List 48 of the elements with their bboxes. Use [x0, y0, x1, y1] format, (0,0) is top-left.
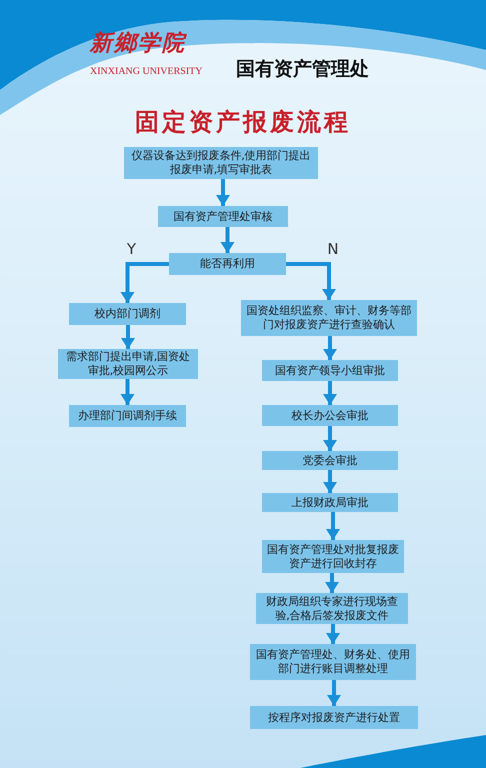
- process-box: [124, 147, 318, 179]
- process-box: [262, 493, 398, 512]
- process-box: [262, 360, 398, 381]
- edge-label: N: [326, 242, 340, 257]
- process-box: [250, 644, 416, 680]
- step-text: 国有资产领导小组审批: [275, 364, 385, 378]
- step-text: 校内部门调剂: [94, 307, 160, 321]
- step-text: 国有资产管理处对批复报废资产进行回收封存: [266, 542, 400, 570]
- process-box: [256, 593, 408, 624]
- step-text: 上报财政局审批: [292, 496, 368, 510]
- arrow: [323, 470, 337, 493]
- department-name: 国有资产管理处: [236, 58, 369, 80]
- arrow: [327, 680, 341, 706]
- step-text: 党委会审批: [302, 454, 358, 468]
- step-text: 国有资产管理处审核: [174, 210, 272, 224]
- process-box: [250, 706, 418, 729]
- arrow: [326, 624, 340, 644]
- title: 固定资产报废流程: [134, 108, 352, 136]
- step-text: 办理部门间调剂手续: [78, 409, 177, 423]
- process-box: [158, 206, 288, 227]
- step-text: 仪器设备达到报废条件,使用部门提出报废申请,填写审批表: [130, 149, 312, 177]
- arrow: [121, 325, 135, 349]
- process-box: [262, 451, 398, 470]
- arrow: [326, 512, 340, 540]
- university-name-english: XINXIANG UNIVERSITY: [90, 66, 202, 78]
- step-text: 需求部门提出申请,国资处审批,校园网公示: [64, 350, 192, 378]
- process-box: [58, 349, 198, 379]
- arrow: [323, 381, 337, 405]
- arrow: [325, 573, 339, 593]
- edge-label: Y: [126, 242, 138, 257]
- step-text: 能否再利用: [200, 257, 255, 271]
- step-text: 国有资产管理处、财务处、使用部门进行账目调整处理: [255, 648, 411, 676]
- step-text: 国资处组织监察、审计、财务等部门对报废资产进行查验确认: [246, 304, 412, 332]
- process-box: [69, 405, 186, 427]
- process-box: [69, 303, 186, 325]
- arrow: [286, 262, 336, 300]
- process-box: [262, 405, 398, 426]
- decision-box: [169, 253, 286, 275]
- arrow: [323, 336, 337, 360]
- step-text: 按程序对报废资产进行处置: [268, 710, 400, 724]
- arrow: [220, 227, 234, 253]
- arrow: [323, 426, 337, 451]
- step-text: 财政局组织专家进行现场查验,合格后签发报废文件: [265, 594, 399, 622]
- arrow: [120, 379, 134, 405]
- arrow: [216, 179, 230, 206]
- arrow: [120, 262, 169, 303]
- step-text: 校长办公会审批: [292, 408, 368, 422]
- university-name: 新鄉学院: [90, 31, 186, 55]
